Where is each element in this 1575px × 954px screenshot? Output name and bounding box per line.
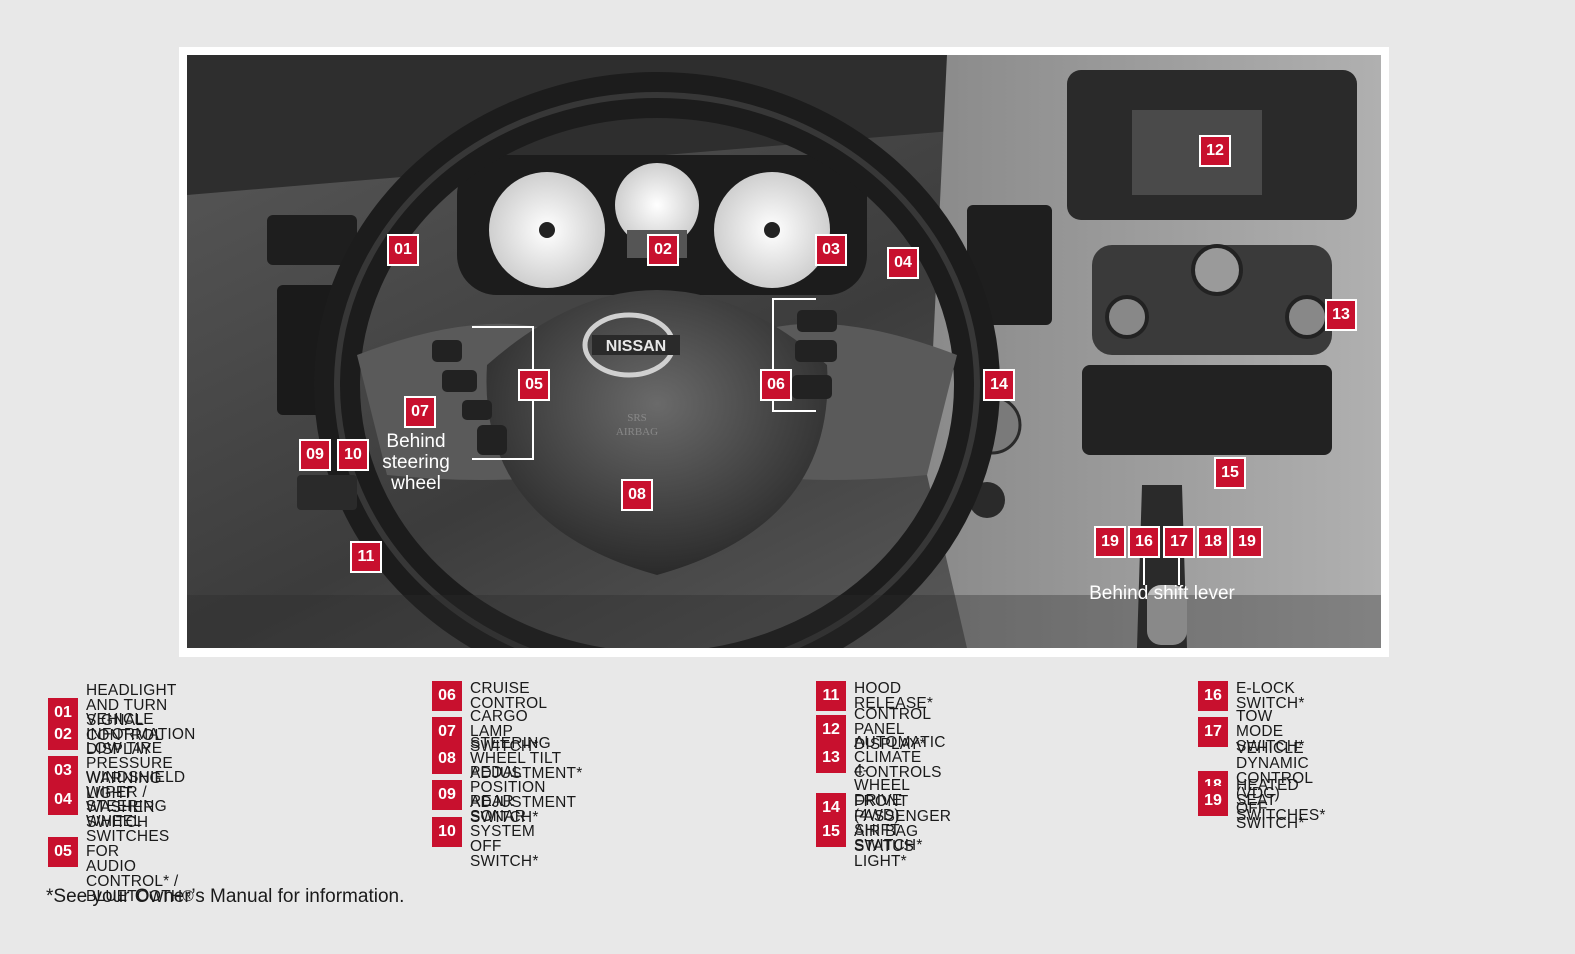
legend-badge: 11 (816, 681, 846, 711)
callout-17: 17 (1163, 526, 1195, 558)
legend-item-11: 11 HOOD RELEASE* (816, 681, 933, 711)
legend-item-15: 15 FRONT PASSENGER AIR BAG STATUS LIGHT* (816, 794, 951, 869)
note-behind-shift-lever: Behind shift lever (1089, 583, 1235, 604)
legend-text: REAR SONAR SYSTEM OFF SWITCH* (470, 793, 539, 870)
legend-badge: 03 (48, 756, 78, 786)
legend-text: PEDAL POSITION ADJUSTMENT SWITCH* (470, 764, 576, 826)
legend-text: CRUISE CONTROL (470, 680, 548, 712)
callout-06: 06 (760, 369, 792, 401)
legend-badge: 19 (1198, 785, 1228, 816)
legend-badge: 06 (432, 681, 462, 711)
legend-badge: 09 (432, 780, 462, 810)
legend-item-04: 04 WINDSHIELD WIPER / WASHER SWITCH (48, 770, 185, 830)
legend-text: LOW TIRE PRESSURE WARNING LIGHT (86, 740, 173, 802)
legend-badge: 05 (48, 836, 78, 867)
legend-text: VEHICLE INFORMATION DISPLAY (86, 711, 196, 758)
legend-badge: 12 (816, 714, 846, 745)
legend-text: HEATED SEAT SWITCHES* (1236, 777, 1326, 824)
callout-03: 03 (815, 234, 847, 266)
legend-item-10: 10 REAR SONAR SYSTEM OFF SWITCH* (432, 794, 539, 869)
callout-05: 05 (518, 369, 550, 401)
callout-18: 18 (1197, 526, 1229, 558)
legend-text: TOW MODE SWITCH* (1236, 708, 1305, 755)
legend-text: STEERING WHEEL SWITCHES FOR AUDIO CONTRO… (86, 798, 194, 905)
callout-14: 14 (983, 369, 1015, 401)
legend-text: CARGO LAMP SWITCH* (470, 708, 539, 755)
callout-16: 16 (1128, 526, 1160, 558)
legend-item-12: 12 CONTROL PANEL DISPLAY* (816, 707, 931, 752)
legend-text: WINDSHIELD WIPER / WASHER SWITCH (86, 769, 186, 831)
legend-badge: 04 (48, 785, 78, 815)
legend-text: 4-WHEEL DRIVE (4WD) SHIFT SWITCH* (854, 762, 923, 854)
legend-text: AUTOMATIC CLIMATE CONTROLS (854, 734, 946, 781)
legend-badge: 15 (816, 816, 846, 847)
airbag-label-srs: SRS (627, 412, 647, 424)
callout-08: 08 (621, 479, 653, 511)
callout-19-left: 19 (1094, 526, 1126, 558)
bracket-06 (772, 298, 816, 412)
callout-10: 10 (337, 439, 369, 471)
callout-11: 11 (350, 541, 382, 573)
legend-badge: 02 (48, 719, 78, 750)
legend-text: STEERING WHEEL TILT ADJUSTMENT* (470, 735, 583, 782)
legend-item-13: 13 AUTOMATIC CLIMATE CONTROLS (816, 735, 946, 780)
callout-15: 15 (1214, 457, 1246, 489)
leader-shift-17 (1178, 555, 1180, 585)
callout-07: 07 (404, 396, 436, 428)
legend-text: FRONT PASSENGER AIR BAG STATUS LIGHT* (854, 793, 952, 870)
legend-item-16: 16 E-LOCK SWITCH* (1198, 681, 1305, 711)
legend-item-02: 02 VEHICLE INFORMATION DISPLAY (48, 712, 196, 757)
legend-text: HOOD RELEASE* (854, 680, 934, 712)
legend-badge: 07 (432, 716, 462, 747)
callout-02: 02 (647, 234, 679, 266)
legend-badge: 16 (1198, 681, 1228, 711)
dashboard-photo: NISSAN SRS AIRBAG 01 02 03 04 05 06 07 0… (187, 55, 1381, 648)
note-behind-steering-wheel: Behind steering wheel (382, 431, 450, 494)
leader-shift-16 (1143, 555, 1145, 585)
callout-04: 04 (887, 247, 919, 279)
callout-12: 12 (1199, 135, 1231, 167)
callout-09: 09 (299, 439, 331, 471)
legend-item-01: 01 HEADLIGHT AND TURN SIGNAL CONTROL (48, 683, 176, 743)
nissan-logo-text: NISSAN (606, 338, 666, 355)
callout-19-right: 19 (1231, 526, 1263, 558)
legend-text: E-LOCK SWITCH* (1236, 680, 1305, 712)
legend-item-03: 03 LOW TIRE PRESSURE WARNING LIGHT (48, 741, 173, 801)
legend-item-05: 05 STEERING WHEEL SWITCHES FOR AUDIO CON… (48, 799, 194, 904)
legend-item-06: 06 CRUISE CONTROL (432, 681, 547, 711)
legend-badge: 10 (432, 816, 462, 847)
legend-text: CONTROL PANEL DISPLAY* (854, 706, 931, 753)
legend-text: VEHICLE DYNAMIC CONTROL (VDC) OFF SWITCH… (1236, 740, 1314, 832)
legend-badge: 13 (816, 742, 846, 773)
dashboard-photo-frame: NISSAN SRS AIRBAG 01 02 03 04 05 06 07 0… (179, 47, 1389, 657)
airbag-label-airbag: AIRBAG (616, 426, 658, 438)
dashboard-illustration: NISSAN SRS AIRBAG (187, 55, 1381, 648)
legend-item-17: 17 TOW MODE SWITCH* (1198, 709, 1305, 754)
owners-manual-footnote: *See your Owner’s Manual for information… (46, 886, 405, 907)
legend-item-09: 09 PEDAL POSITION ADJUSTMENT SWITCH* (432, 765, 576, 825)
legend-item-08: 08 STEERING WHEEL TILT ADJUSTMENT* (432, 736, 582, 781)
callout-01: 01 (387, 234, 419, 266)
legend-item-07: 07 CARGO LAMP SWITCH* (432, 709, 539, 754)
callout-13: 13 (1325, 299, 1357, 331)
legend-badge: 17 (1198, 716, 1228, 747)
legend-badge: 08 (432, 743, 462, 774)
legend-item-19: 19 HEATED SEAT SWITCHES* (1198, 778, 1326, 823)
legend-text: HEADLIGHT AND TURN SIGNAL CONTROL (86, 682, 177, 744)
